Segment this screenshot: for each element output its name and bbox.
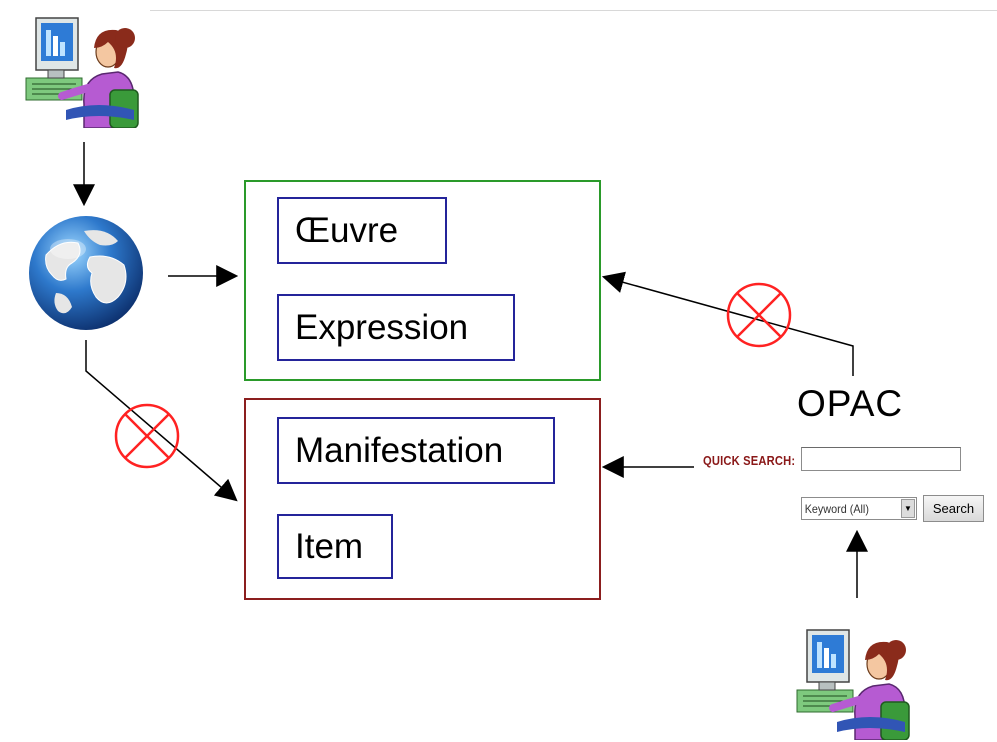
work-expression-group <box>244 180 601 381</box>
entity-manifestation-label: Manifestation <box>295 431 504 470</box>
quick-search-input[interactable] <box>801 447 961 471</box>
entity-manifestation: Manifestation <box>277 417 555 484</box>
search-button[interactable]: Search <box>923 495 984 522</box>
entity-expression-label: Expression <box>295 308 469 347</box>
entity-oeuvre: Œuvre <box>277 197 447 264</box>
quick-search-label: QUICK SEARCH: <box>703 453 796 468</box>
globe-icon <box>29 216 143 330</box>
blocked-circle-x-icon <box>726 282 792 348</box>
search-type-select-value: Keyword (All) <box>804 501 869 516</box>
chevron-down-icon[interactable]: ▼ <box>901 499 915 518</box>
user-at-computer-icon <box>796 629 910 740</box>
user-at-computer-icon <box>25 17 139 128</box>
entity-item-label: Item <box>295 527 364 566</box>
blocked-circle-x-icon <box>114 403 180 469</box>
manifestation-item-group <box>244 398 601 600</box>
entity-item: Item <box>277 514 393 579</box>
opac-title: OPAC <box>797 383 904 424</box>
entity-oeuvre-label: Œuvre <box>295 211 399 250</box>
entity-expression: Expression <box>277 294 515 361</box>
top-divider <box>150 10 997 11</box>
search-type-select[interactable]: Keyword (All) ▼ <box>801 497 917 520</box>
